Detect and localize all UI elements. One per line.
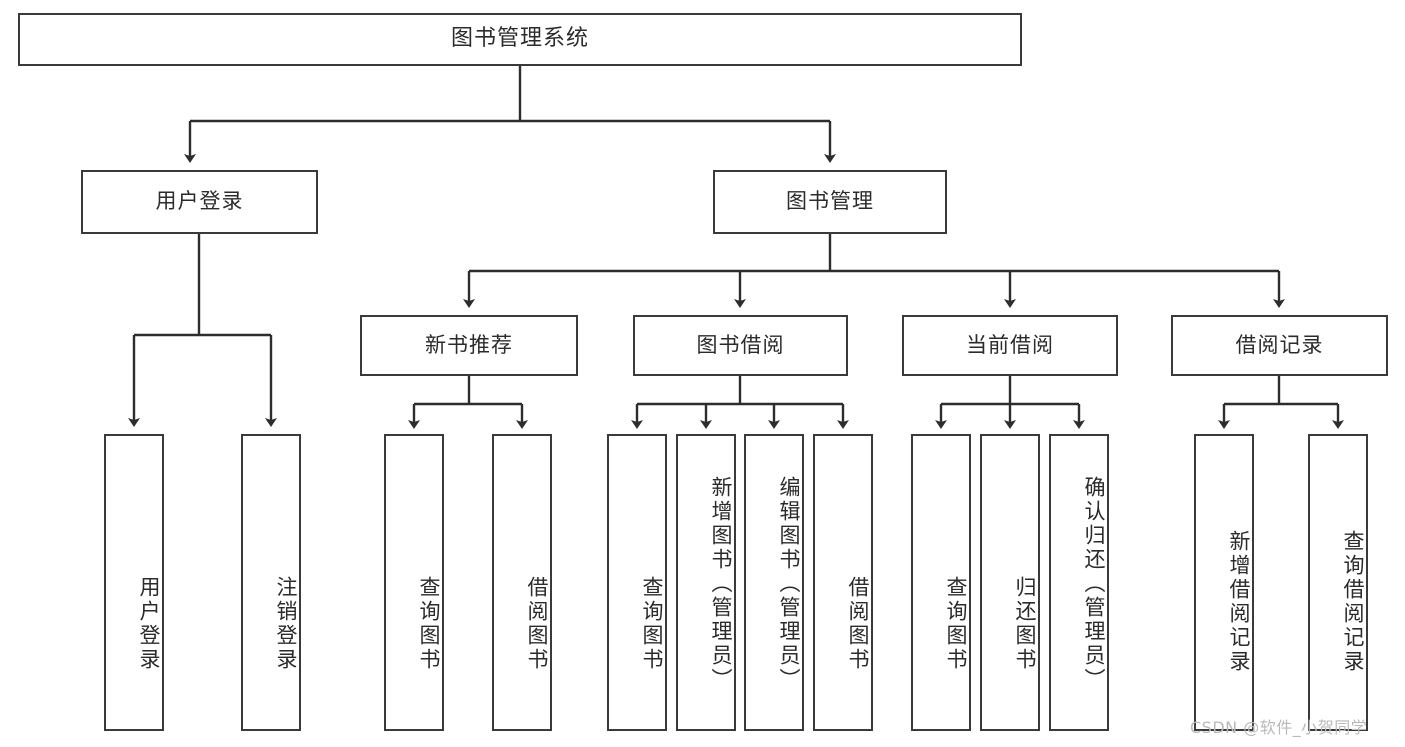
- node-label: 查询图书: [417, 575, 441, 672]
- node-borrow-record[interactable]: 借阅记录: [1171, 315, 1388, 376]
- node-label: 新增图书（管理员）: [709, 475, 733, 692]
- node-label: 确认归还（管理员）: [1082, 475, 1106, 692]
- leaf-query-book-3[interactable]: 查询图书: [911, 434, 971, 731]
- leaf-borrow-book-1[interactable]: 借阅图书: [492, 434, 552, 731]
- leaf-user-login[interactable]: 用户登录: [104, 434, 164, 731]
- node-label: 用户登录: [155, 189, 244, 214]
- leaf-query-book-2[interactable]: 查询图书: [607, 434, 667, 731]
- node-book-manage[interactable]: 图书管理: [713, 170, 947, 234]
- node-book-borrow[interactable]: 图书借阅: [633, 315, 848, 376]
- leaf-return-book[interactable]: 归还图书: [980, 434, 1040, 731]
- node-label: 图书借阅: [696, 332, 785, 357]
- leaf-borrow-book-2[interactable]: 借阅图书: [813, 434, 873, 731]
- leaf-edit-book-admin[interactable]: 编辑图书（管理员）: [744, 434, 804, 731]
- node-label: 图书管理系统: [450, 26, 589, 52]
- node-label: 图书管理: [786, 189, 874, 214]
- node-label: 查询图书: [640, 575, 664, 672]
- leaf-add-borrow-record[interactable]: 新增借阅记录: [1194, 434, 1254, 731]
- node-label: 编辑图书（管理员）: [777, 475, 801, 692]
- leaf-query-book-1[interactable]: 查询图书: [384, 434, 444, 731]
- node-label: 归还图书: [1013, 575, 1037, 672]
- leaf-add-book-admin[interactable]: 新增图书（管理员）: [676, 434, 736, 731]
- node-label: 用户登录: [137, 575, 161, 672]
- node-label: 借阅图书: [525, 575, 549, 672]
- node-label: 查询图书: [944, 575, 968, 672]
- node-label: 借阅图书: [846, 575, 870, 672]
- leaf-logout-login[interactable]: 注销登录: [241, 434, 301, 731]
- node-current-borrow[interactable]: 当前借阅: [902, 315, 1118, 376]
- node-user-login[interactable]: 用户登录: [81, 170, 318, 234]
- node-label: 借阅记录: [1235, 332, 1324, 357]
- csdn-watermark: CSDN @软件_小贺同学: [1190, 718, 1368, 737]
- node-label: 新书推荐: [425, 332, 513, 357]
- node-label: 新增借阅记录: [1227, 530, 1251, 674]
- node-label: 查询借阅记录: [1341, 530, 1365, 674]
- node-new-book-recommend[interactable]: 新书推荐: [360, 315, 578, 376]
- node-root-book-management-system[interactable]: 图书管理系统: [18, 13, 1022, 66]
- leaf-query-borrow-record[interactable]: 查询借阅记录: [1308, 434, 1368, 731]
- leaf-confirm-return-admin[interactable]: 确认归还（管理员）: [1049, 434, 1109, 731]
- node-label: 注销登录: [274, 575, 298, 672]
- node-label: 当前借阅: [966, 332, 1054, 357]
